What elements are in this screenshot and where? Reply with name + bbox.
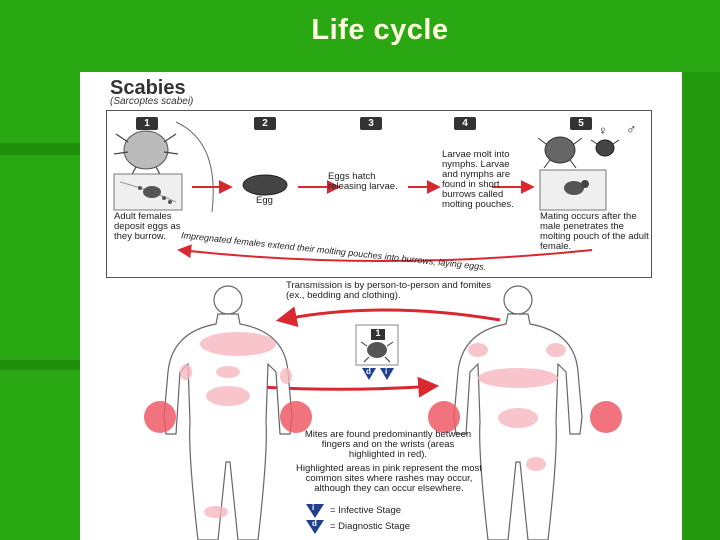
diagram-heading: Scabies — [110, 77, 186, 99]
background-band — [682, 72, 720, 540]
pink-rash-area — [206, 386, 250, 406]
step-number-1: 1 — [136, 117, 158, 130]
step-caption-4: Larvae molt into nymphs. Larvae and nymp… — [442, 149, 514, 210]
step-number-2: 2 — [254, 117, 276, 130]
pink-areas-text: Highlighted areas in pink represent the … — [296, 463, 482, 494]
transmission-text: Transmission is by person-to-person and … — [286, 280, 492, 301]
pink-rash-area — [200, 332, 276, 356]
legend-infective-badge: i — [312, 503, 315, 512]
infective-badge: i — [385, 367, 388, 376]
diagnostic-badge-shape — [362, 368, 376, 380]
pink-rash-area — [498, 408, 538, 428]
step-number-5: 5 — [570, 117, 592, 130]
adult-mite-illustration — [113, 121, 214, 213]
center-stage-number: 1 — [371, 328, 385, 340]
red-wrist-area — [144, 401, 176, 433]
diagram-panel: Scabies (Sarcoptes scabei) — [80, 72, 682, 540]
egg-illustration — [242, 174, 288, 196]
pink-rash-area — [478, 368, 558, 388]
pink-rash-area — [204, 506, 228, 518]
return-arrow — [177, 244, 593, 262]
pink-rash-area — [468, 343, 488, 357]
legend-infective-badge-shape — [306, 504, 324, 518]
step-number-3: 3 — [360, 117, 382, 130]
step-caption-3: Eggs hatch releasing larvae. — [328, 171, 398, 192]
infective-badge-shape — [380, 368, 394, 380]
red-wrist-area — [428, 401, 460, 433]
step-caption-2: Egg — [256, 195, 273, 206]
legend-infective-label: = Infective Stage — [330, 505, 402, 516]
human-figure-back — [163, 285, 293, 540]
skin-burrow-illustration — [113, 173, 183, 211]
diagram-drawing — [113, 121, 622, 540]
legend-diagnostic-badge: d — [312, 519, 317, 528]
step-number-4: 4 — [454, 117, 476, 130]
step-caption-5: Mating occurs after the male penetrates … — [540, 211, 649, 252]
diagnostic-badge: d — [366, 367, 371, 376]
red-wrist-area — [280, 401, 312, 433]
pink-rash-area — [216, 366, 240, 378]
pink-rash-area — [526, 457, 546, 471]
male-symbol: ♂ — [626, 121, 637, 137]
pink-rash-area — [180, 364, 192, 380]
legend-diagnostic-label: = Diagnostic Stage — [330, 521, 411, 532]
mites-location-text: Mites are found predominantly between fi… — [304, 429, 472, 460]
step-caption-1: Adult females deposit eggs as they burro… — [114, 211, 181, 242]
legend-diagnostic-badge-shape — [306, 520, 324, 534]
diagram-subheading: (Sarcoptes scabei) — [110, 96, 194, 107]
female-symbol: ♀ — [598, 123, 608, 138]
slide-title: Life cycle — [311, 14, 449, 46]
pink-rash-area — [546, 343, 566, 357]
transmission-arrow-left — [275, 306, 501, 328]
red-wrist-area — [590, 401, 622, 433]
pink-rash-area — [280, 368, 292, 384]
mating-mites-illustration — [537, 136, 620, 211]
